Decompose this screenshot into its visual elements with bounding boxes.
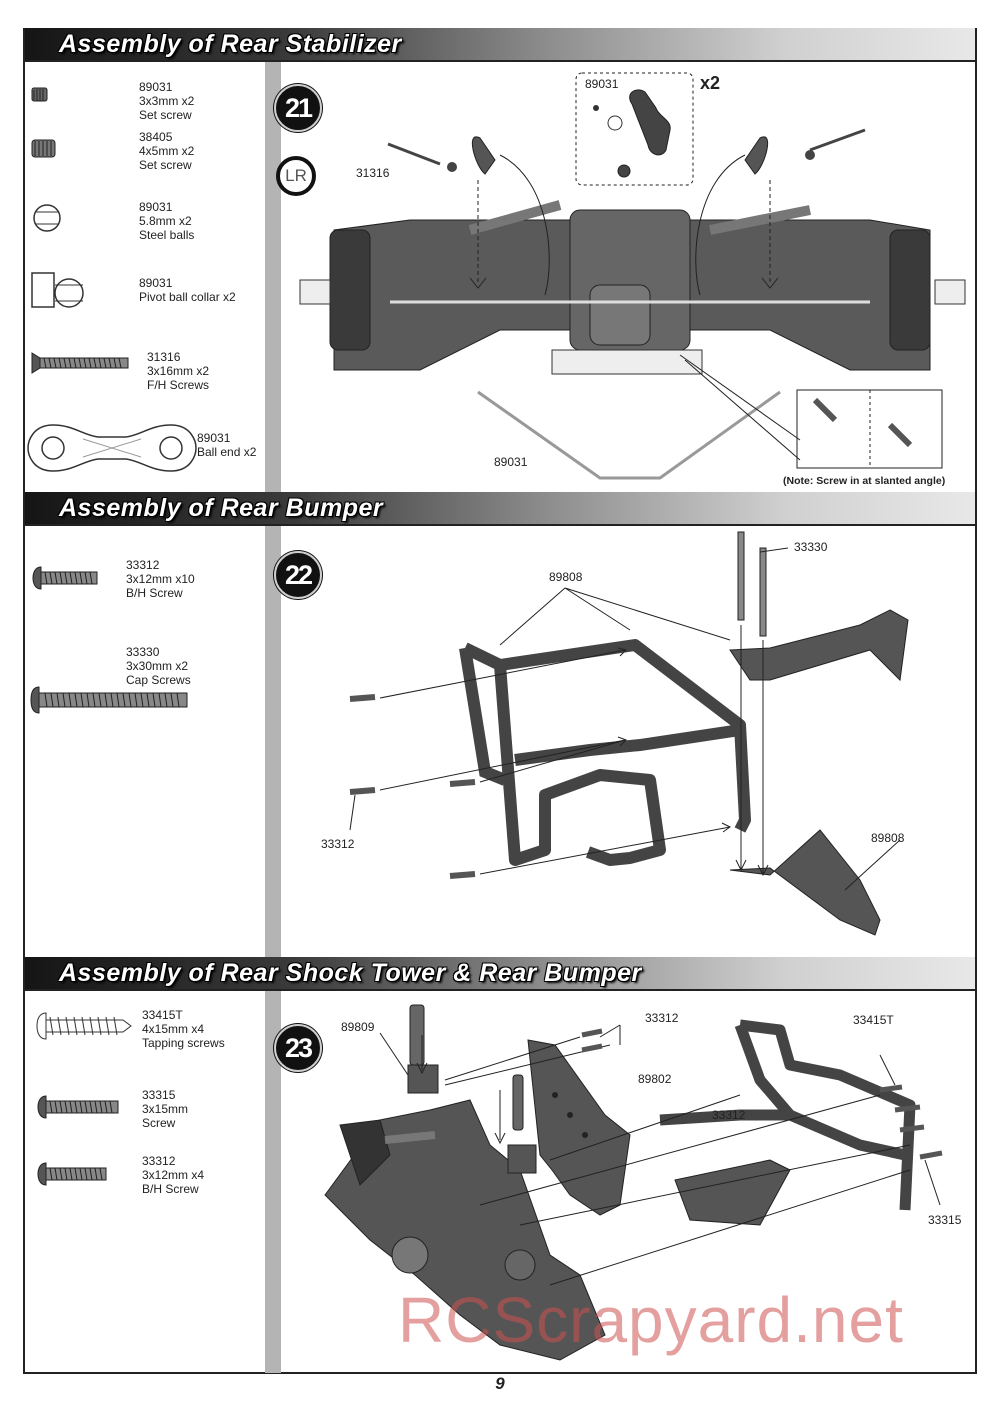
- rear-stabilizer-diagram: [299, 72, 966, 480]
- callout-label: 33415T: [853, 1013, 894, 1027]
- part-label: 38405 4x5mm x2 Set screw: [139, 130, 195, 172]
- section-rear-bumper: Assembly of Rear Bumper: [25, 492, 975, 956]
- set-screw-3x3-icon: [31, 87, 48, 102]
- left-right-badge: LR: [276, 156, 316, 196]
- bh-screw-3x12-icon: [37, 1162, 107, 1186]
- part-label: 33315 3x15mm Screw: [142, 1088, 189, 1130]
- steel-ball-icon: [33, 204, 61, 232]
- part-label: 33330 3x30mm x2 Cap Screws: [126, 645, 191, 687]
- tapping-screw-4x15-icon: [36, 1012, 132, 1040]
- callout-label: 89802: [638, 1072, 672, 1086]
- column-divider: [265, 991, 281, 1373]
- callout-label: 89808: [549, 570, 583, 584]
- note-text: (Note: Screw in at slanted angle): [783, 475, 946, 487]
- step-number-badge: 21: [274, 84, 322, 132]
- callout-label: 31316: [356, 166, 390, 180]
- set-screw-4x5-icon: [31, 139, 56, 158]
- callout-label: 33315: [928, 1213, 962, 1227]
- section-rear-stabilizer: Assembly of Rear Stabilizer: [25, 28, 975, 492]
- pivot-ball-collar-icon: [31, 272, 84, 308]
- callout-label: 33312: [645, 1011, 679, 1025]
- section-rear-shock-tower-and-bumper: Assembly of Rear Shock Tower & Rear Bump…: [25, 957, 975, 1373]
- callout-label: 33312: [712, 1108, 746, 1122]
- watermark: RCScrapyard.net: [398, 1284, 904, 1356]
- column-divider: [265, 526, 281, 957]
- section-title: Assembly of Rear Stabilizer: [59, 30, 402, 58]
- cap-screw-3x30-icon: [30, 686, 188, 714]
- step-number-badge: 23: [274, 1024, 322, 1072]
- step-number-badge: 22: [274, 551, 322, 599]
- fh-screw-3x16-icon: [31, 352, 129, 374]
- section-title: Assembly of Rear Bumper: [59, 494, 384, 522]
- callout-label: 89809: [341, 1020, 375, 1034]
- page-number: 9: [495, 1374, 505, 1393]
- column-divider: [265, 62, 281, 492]
- part-label: 89031 3x3mm x2 Set screw: [139, 80, 195, 122]
- callout-label: 89808: [871, 831, 905, 845]
- callout-label: 33330: [794, 540, 828, 554]
- part-label: 89031 Ball end x2: [197, 431, 257, 459]
- multiplier-label: x2: [700, 73, 721, 93]
- callout-label: 89031: [585, 77, 619, 91]
- rear-bumper-diagram: [349, 531, 909, 936]
- callout-label: 33312: [321, 837, 355, 851]
- callout-label: 89031: [494, 455, 528, 469]
- part-label: 33312 3x12mm x4 B/H Screw: [142, 1154, 205, 1196]
- bh-screw-3x12-icon: [32, 566, 98, 590]
- part-label: 89031 5.8mm x2 Steel balls: [139, 200, 195, 242]
- rear-shock-tower-diagram: [324, 1004, 943, 1361]
- part-label: 31316 3x16mm x2 F/H Screws: [147, 350, 210, 392]
- screw-3x15-icon: [37, 1095, 119, 1119]
- part-label: 33312 3x12mm x10 B/H Screw: [126, 558, 195, 600]
- section-title: Assembly of Rear Shock Tower & Rear Bump…: [59, 959, 642, 987]
- section-header: Assembly of Rear Bumper: [25, 492, 975, 526]
- part-label: 89031 Pivot ball collar x2: [139, 276, 236, 304]
- part-label: 33415T 4x15mm x4 Tapping screws: [142, 1008, 225, 1050]
- section-header: Assembly of Rear Shock Tower & Rear Bump…: [25, 957, 975, 991]
- ball-end-icon: [27, 424, 197, 472]
- section-header: Assembly of Rear Stabilizer: [25, 28, 975, 62]
